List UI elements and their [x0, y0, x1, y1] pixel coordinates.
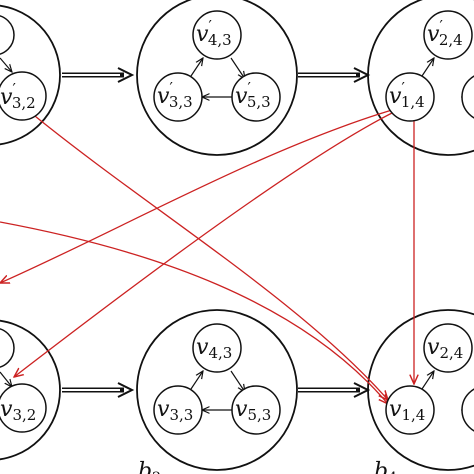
inner-edge	[419, 371, 434, 393]
inner-edge	[188, 371, 203, 393]
node-label: v3,2	[0, 397, 36, 424]
cross-edge	[0, 109, 393, 283]
node-label: v2,4	[427, 335, 463, 362]
node-label: v5,3	[235, 397, 271, 424]
inner-edge	[0, 57, 12, 72]
node-label: v′1,4	[389, 79, 425, 111]
node-label: v′3,2	[0, 80, 36, 112]
node-circle	[0, 15, 15, 55]
node-circle	[385, 72, 435, 122]
node-circle	[231, 72, 281, 122]
bag-edge-bottom-1	[62, 382, 135, 398]
node-circle	[385, 385, 435, 435]
bag-bottom-middle	[136, 309, 298, 471]
node-label: v′5,3	[235, 79, 271, 111]
node-label: v′2,4	[427, 17, 463, 49]
bag-label-b4: b4	[374, 459, 397, 474]
node-label: v3,3	[157, 397, 193, 424]
inner-edge	[188, 58, 203, 80]
node-label: v′3,3	[157, 79, 193, 111]
inner-edge	[0, 371, 12, 387]
bag-label-b2: b2	[138, 459, 161, 474]
node-circle	[0, 383, 47, 433]
node-circle	[0, 328, 15, 368]
node-circle	[192, 323, 242, 373]
node-circle	[153, 72, 203, 122]
node-circle	[461, 388, 474, 432]
cross-edge	[14, 112, 393, 377]
node-label: v′4,3	[196, 17, 232, 49]
bag-edge-bottom-2	[298, 382, 371, 398]
inner-edge	[230, 57, 245, 79]
bag-top-left	[0, 4, 61, 146]
node-label: v4,3	[196, 335, 232, 362]
bag-top-middle	[136, 0, 298, 156]
inner-edge	[230, 370, 245, 392]
bag-bottom-left	[0, 319, 61, 461]
cross-edge	[29, 111, 388, 400]
node-label: v1,4	[389, 397, 425, 424]
node-circle	[0, 71, 47, 121]
bag-edge-top-2	[298, 67, 371, 83]
node-circle	[231, 385, 281, 435]
node-circle	[423, 10, 473, 60]
node-circle	[153, 385, 203, 435]
node-circle	[461, 75, 474, 119]
inner-edge	[419, 58, 434, 80]
cross-edge	[0, 221, 388, 404]
bag-edge-top-1	[62, 67, 135, 83]
node-circle	[192, 10, 242, 60]
node-circle	[423, 323, 473, 373]
